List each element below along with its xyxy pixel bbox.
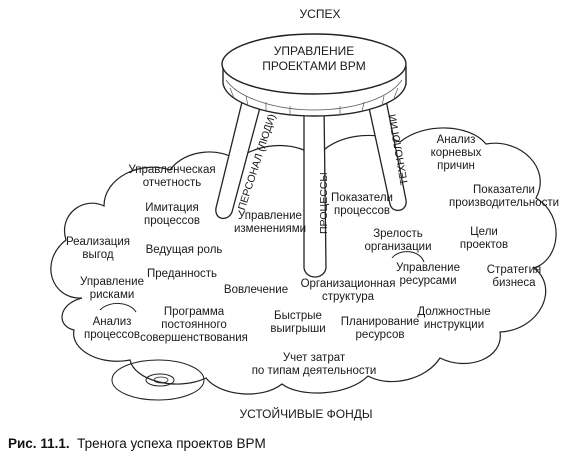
tripod-leg-right <box>365 89 407 211</box>
cloud-item: Ведущая роль <box>145 244 223 256</box>
puddle-core <box>153 376 169 384</box>
cloud-item: Преданность <box>146 268 218 280</box>
cloud-item: Имитация процессов <box>143 202 201 227</box>
cloud-outline <box>50 127 557 395</box>
tripod-leg-left <box>215 93 263 219</box>
figure-caption: Рис. 11.1. Тренога успеха проектов BPM <box>8 436 266 452</box>
cloud-item: Управление изменениями <box>233 210 307 235</box>
cloud-item: Цели проектов <box>459 226 509 251</box>
cloud-item: Реализация выгод <box>66 236 130 261</box>
cloud-item: Должностные инструкции <box>417 306 491 331</box>
seat-top <box>221 33 407 95</box>
cloud-item: Зрелость организации <box>364 228 432 253</box>
caption-number: Рис. 11.1. <box>8 436 70 451</box>
cloud-item: Организационная структура <box>300 278 396 303</box>
cloud-item: Быстрые выигрыши <box>270 310 326 335</box>
leg-label-processes: ПРОЦЕССЫ <box>318 172 330 234</box>
cloud-item: Показатели производительности <box>448 184 560 209</box>
caption-text: Тренога успеха проектов BPM <box>77 436 266 451</box>
seat-label: УПРАВЛЕНИЕ ПРОЕКТАМИ BPM <box>262 44 366 73</box>
cloud-item: Показатели процессов <box>331 192 393 217</box>
puddle-inner <box>145 373 175 387</box>
cloud-item: Программа постоянного совершенствования <box>140 306 248 344</box>
cloud-item: Управление ресурсами <box>396 262 460 287</box>
foundation-label: УСТОЙЧИВЫЕ ФОНДЫ <box>239 407 373 421</box>
cloud-item: Управление рисками <box>80 276 144 301</box>
cloud-item: Планирование ресурсов <box>340 316 420 341</box>
cloud-item: Стратегия бизнеса <box>486 264 542 289</box>
cloud-item: Управленческая отчетность <box>128 164 216 189</box>
cloud-item: Учет затрат по типам деятельности <box>251 352 377 377</box>
cloud-item: Анализ процессов <box>83 316 141 341</box>
cloud-item: Анализ корневых причин <box>430 134 482 172</box>
seat-shading <box>225 79 403 115</box>
cloud-item: Вовлечение <box>223 284 289 296</box>
cloud-inner-curve <box>99 251 425 313</box>
puddle-outer <box>111 359 205 401</box>
tripod-leg-center <box>303 105 327 278</box>
success-label: УСПЕХ <box>299 7 341 21</box>
